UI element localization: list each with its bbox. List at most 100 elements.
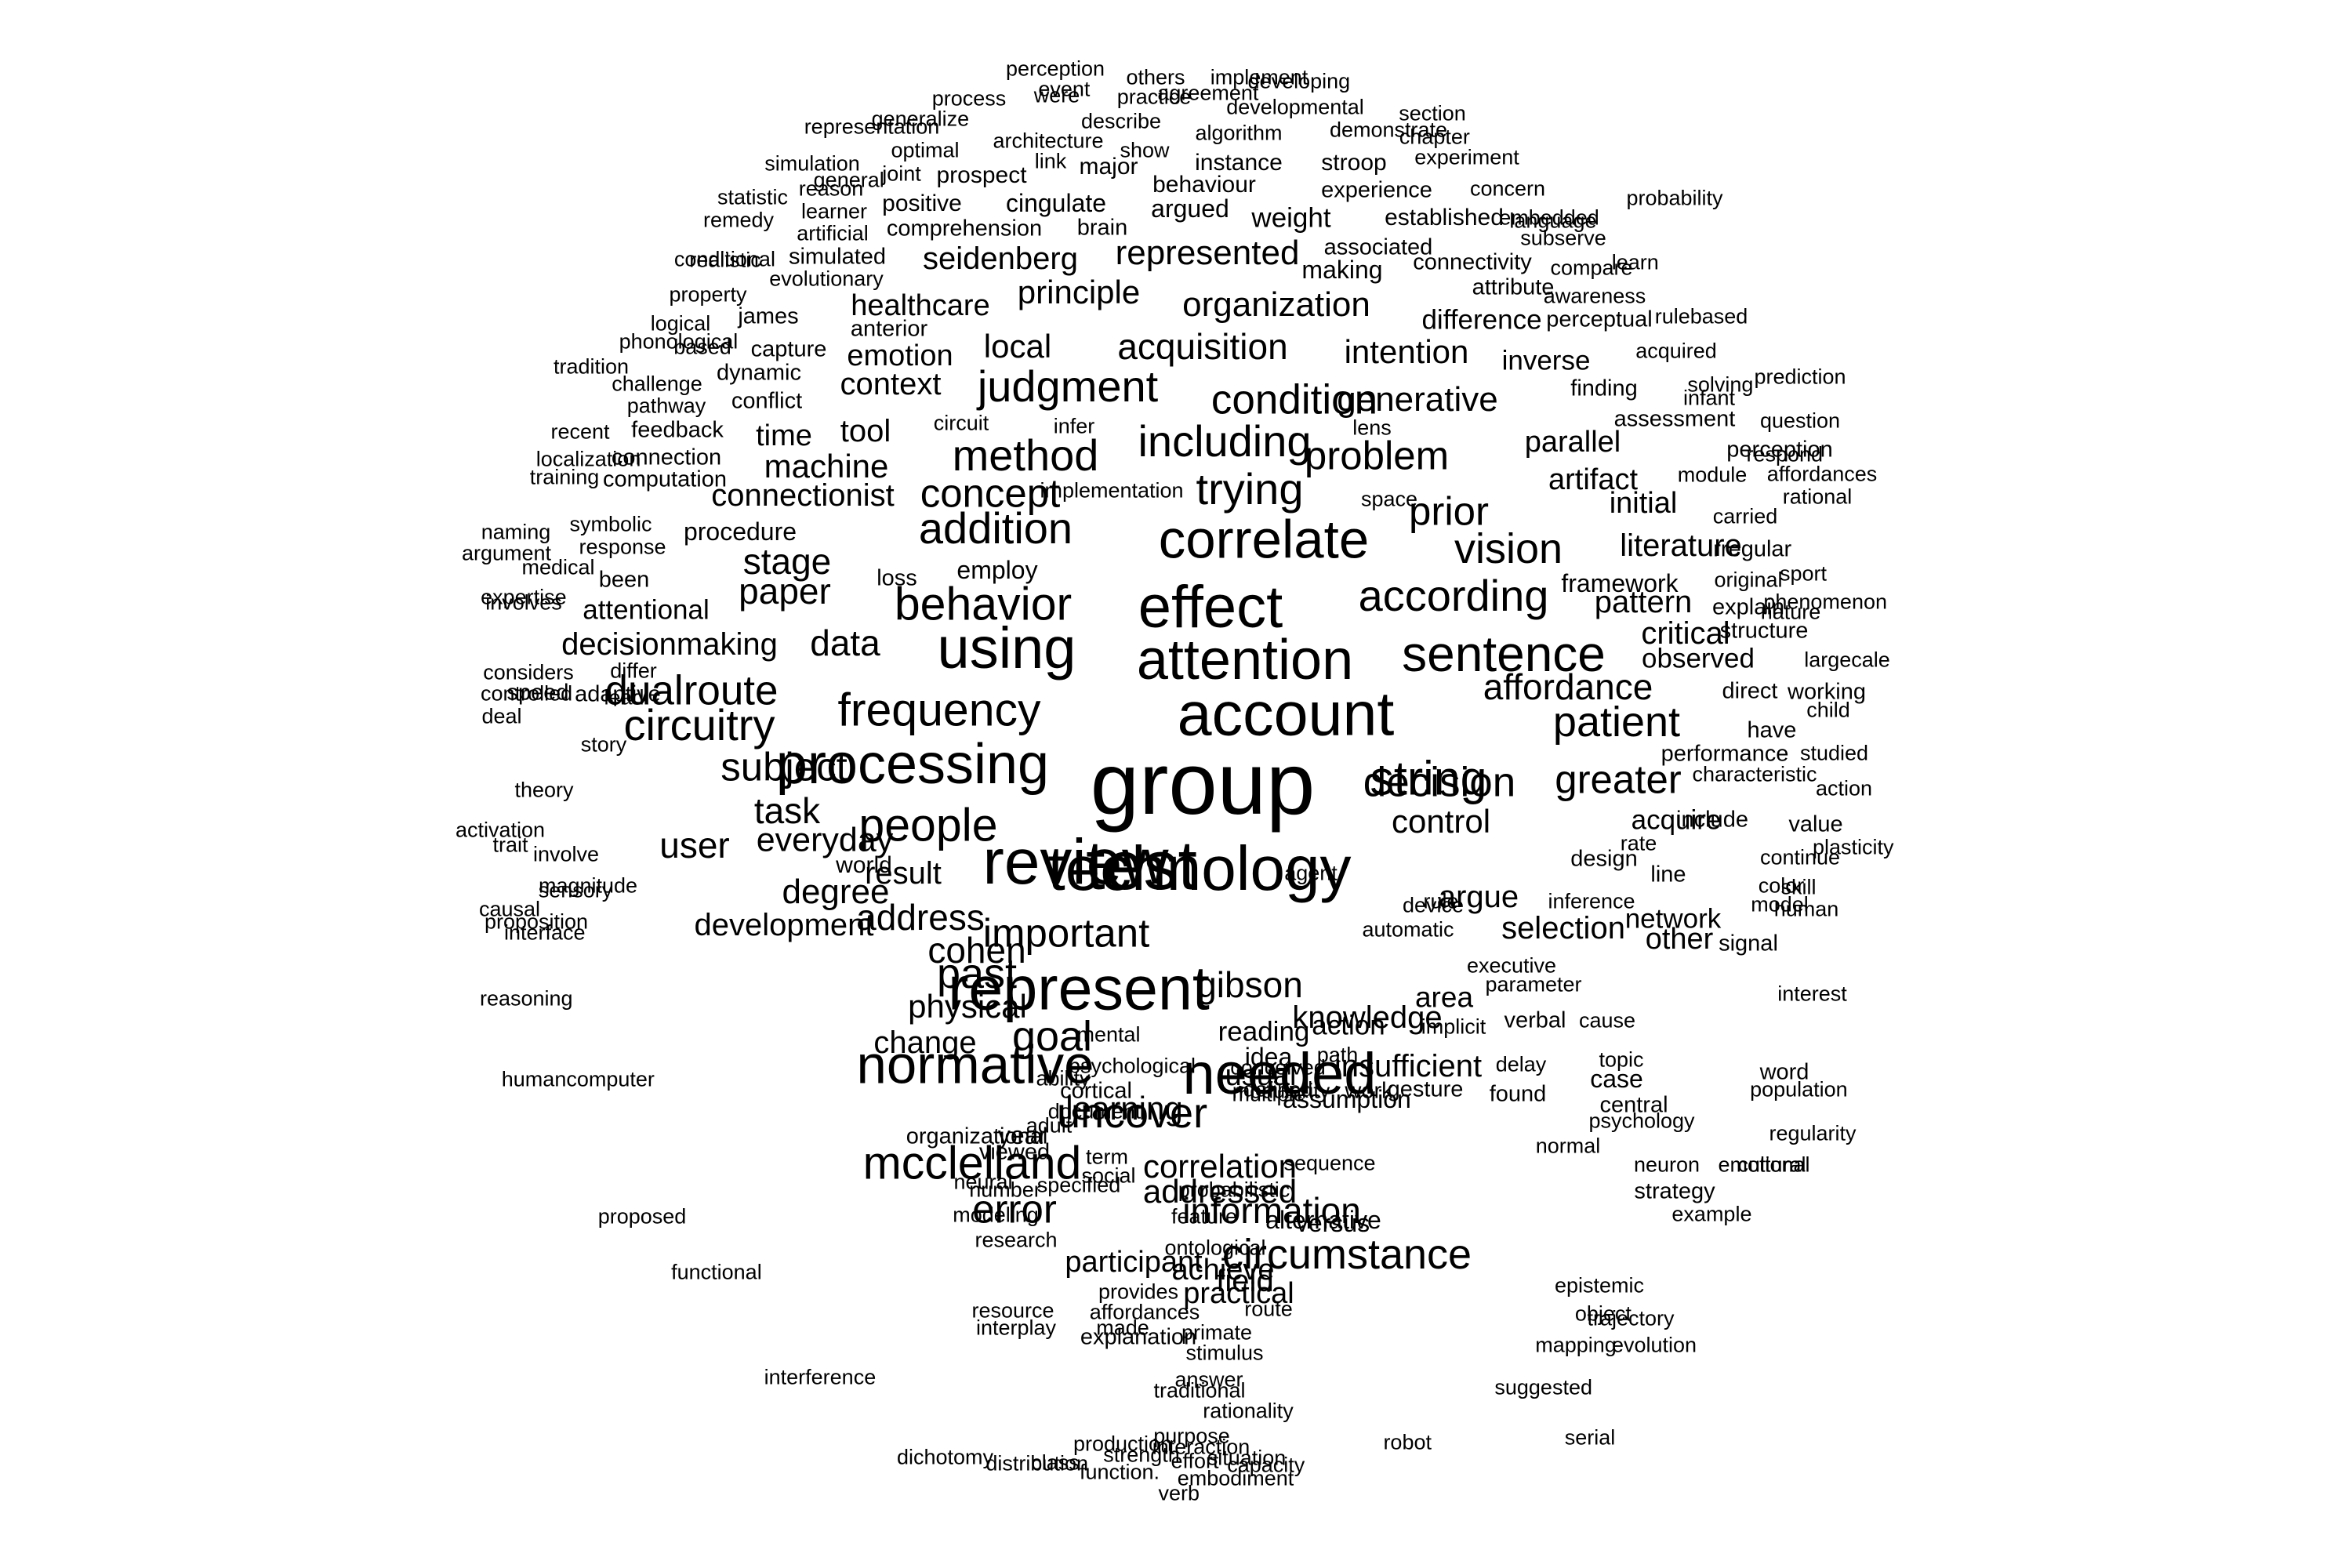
cloud-word: verb	[1158, 1481, 1200, 1505]
cloud-word: normative	[856, 1034, 1094, 1095]
cloud-word: sensory	[538, 878, 613, 902]
cloud-word: prospect	[936, 162, 1027, 188]
cloud-word: action	[1312, 1010, 1385, 1041]
cloud-word: acquired	[1635, 339, 1717, 363]
cloud-word: serial	[1564, 1425, 1616, 1450]
cloud-word: were	[1033, 83, 1080, 107]
cloud-word: central	[1599, 1092, 1668, 1118]
cloud-word: practical	[1183, 1277, 1294, 1310]
cloud-word: trajectory	[1587, 1306, 1675, 1330]
cloud-word: needed	[1182, 1041, 1377, 1106]
cloud-word: causal	[478, 897, 541, 921]
cloud-word: expertise	[481, 585, 567, 609]
cloud-word: dualroute	[604, 667, 779, 714]
cloud-word: optimal	[891, 138, 960, 162]
cloud-word: others	[1126, 65, 1185, 89]
cloud-word: training	[529, 465, 600, 489]
cloud-word: process	[931, 86, 1007, 111]
cloud-word: other	[1645, 923, 1714, 956]
cloud-word: agent	[1284, 861, 1338, 885]
cloud-word: neural	[953, 1170, 1013, 1194]
cloud-word: function.	[1079, 1460, 1160, 1484]
cloud-word: line	[1650, 862, 1686, 887]
cloud-word: people	[858, 799, 998, 851]
cloud-word: question	[1759, 408, 1841, 433]
cloud-word: developing	[1247, 69, 1351, 93]
cloud-word: inverse	[1501, 345, 1591, 376]
cloud-word: model	[1751, 892, 1809, 916]
cloud-word: degree	[782, 873, 890, 911]
cloud-word: data	[810, 622, 880, 663]
cloud-word: been	[598, 567, 650, 593]
cloud-word: argument	[461, 541, 552, 565]
cloud-word: purpose	[1153, 1424, 1230, 1448]
cloud-word: link	[1034, 149, 1067, 173]
cloud-word: word	[1759, 1059, 1809, 1085]
cloud-word: decision	[1363, 759, 1516, 806]
cloud-word: result	[865, 856, 942, 891]
cloud-word: architecture	[993, 129, 1104, 153]
cloud-word: infant	[1682, 386, 1736, 410]
cloud-word: loss	[877, 565, 917, 591]
cloud-word: participant	[1065, 1246, 1203, 1279]
cloud-word: class	[1031, 1450, 1080, 1475]
cloud-word: proposition	[484, 909, 589, 934]
cloud-word: method	[952, 430, 1099, 480]
cloud-word: development	[694, 908, 874, 942]
cloud-word: stimulus	[1185, 1341, 1264, 1365]
cloud-word: user	[659, 825, 730, 866]
cloud-word: interplay	[975, 1316, 1057, 1340]
cloud-word: distribution	[985, 1451, 1088, 1475]
cloud-word: according	[1358, 571, 1549, 620]
cloud-word: argued	[1151, 194, 1229, 223]
cloud-word: interface	[503, 920, 586, 945]
cloud-word: phonological	[619, 329, 739, 354]
cloud-word: artifact	[1548, 463, 1639, 496]
cloud-word: organization	[1182, 285, 1370, 324]
cloud-word: probability	[1626, 186, 1723, 210]
cloud-word: string	[1370, 751, 1487, 805]
cloud-word: explain	[1712, 594, 1784, 620]
cloud-word: work	[1345, 1078, 1393, 1104]
cloud-word: feature	[1171, 1204, 1238, 1229]
cloud-word: humancomputer	[501, 1067, 655, 1091]
cloud-word: document	[1047, 1099, 1142, 1123]
cloud-word: modeling	[953, 1203, 1039, 1227]
cloud-word: computation	[603, 466, 727, 492]
cloud-word: child	[1806, 698, 1850, 722]
cloud-word: connection	[611, 445, 722, 470]
cloud-word: tradition	[553, 354, 630, 379]
cloud-word: dichotomy	[896, 1445, 994, 1469]
cloud-word: inference	[1548, 889, 1635, 913]
cloud-word: challenge	[612, 372, 702, 396]
cloud-word: organizational	[906, 1123, 1048, 1149]
cloud-word: mental	[1076, 1022, 1141, 1047]
cloud-word: strategy	[1634, 1178, 1715, 1204]
cloud-word: statistic	[717, 185, 789, 209]
cloud-word: stroop	[1321, 150, 1387, 176]
cloud-word: naming	[481, 520, 551, 544]
cloud-word: capture	[750, 336, 827, 362]
cloud-word: argue	[1438, 880, 1519, 914]
cloud-word: provides	[1098, 1279, 1179, 1304]
cloud-word: rulebased	[1654, 304, 1748, 328]
cloud-word: group	[1090, 735, 1316, 833]
cloud-word: rationality	[1203, 1399, 1294, 1423]
cloud-word: circuitry	[623, 700, 775, 750]
cloud-word: chapter	[1399, 125, 1470, 149]
cloud-word: finding	[1570, 376, 1638, 401]
cloud-word: dynamic	[717, 360, 801, 386]
cloud-word: trait	[492, 833, 528, 857]
cloud-word: viewed	[978, 1139, 1051, 1165]
cloud-word: perceptual	[1546, 307, 1653, 332]
cloud-word: network	[1624, 903, 1722, 935]
cloud-word: robot	[1383, 1430, 1432, 1454]
cloud-word: making	[1301, 256, 1383, 284]
cloud-word: agreement	[1157, 81, 1259, 105]
cloud-word: sport	[1779, 561, 1828, 586]
cloud-word: involve	[532, 842, 600, 866]
cloud-word: implement	[1210, 65, 1308, 89]
cloud-word: subject	[720, 744, 848, 789]
cloud-word: evolution	[1611, 1333, 1697, 1357]
cloud-word: world	[836, 852, 892, 878]
